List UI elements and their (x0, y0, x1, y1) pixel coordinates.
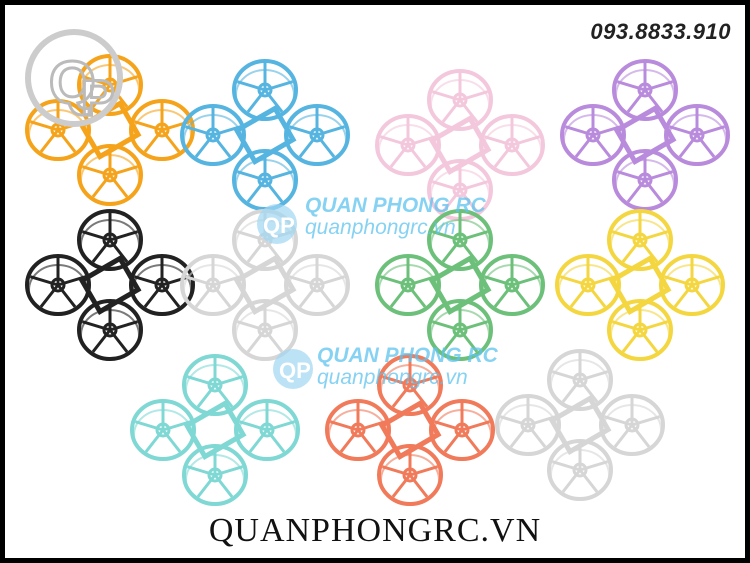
website-caption: QUANPHONGRC.VN (208, 512, 542, 549)
prop-guard (284, 104, 350, 166)
prop-guard (232, 299, 298, 361)
prop-guard (479, 254, 545, 316)
svg-text:P: P (81, 70, 114, 126)
prop-guard (427, 299, 493, 361)
drone-frame (325, 354, 495, 506)
prop-guard (182, 354, 248, 416)
drone-frame (180, 209, 350, 361)
prop-guard (284, 254, 350, 316)
prop-guard (375, 114, 441, 176)
drone-frame (495, 349, 665, 501)
image-frame: Q P QP QP QUAN PHONG RC quanphongrc.vn Q… (5, 5, 745, 558)
watermark-logo: QP (257, 204, 297, 244)
prop-guard (77, 54, 143, 116)
watermark-brand: QUAN PHONG RC (305, 194, 486, 217)
prop-guard (664, 104, 730, 166)
prop-guard (659, 254, 725, 316)
drone-frame (180, 59, 350, 211)
watermark-brand: QUAN PHONG RC (317, 344, 498, 367)
prop-guard (427, 69, 493, 131)
drone-frame (375, 209, 545, 361)
drone-frame (25, 54, 195, 206)
svg-text:Q: Q (49, 49, 96, 116)
drone-frame (25, 209, 195, 361)
watermark-logo: QP (273, 349, 313, 389)
prop-guard (77, 209, 143, 271)
prop-guard (77, 299, 143, 361)
prop-guard (607, 209, 673, 271)
watermark-url: quanphongrc.vn (305, 216, 456, 239)
prop-guard (377, 444, 443, 506)
phone-number: 093.8833.910 (590, 19, 731, 44)
prop-guard (599, 394, 665, 456)
prop-guard (182, 444, 248, 506)
prop-guard (130, 399, 196, 461)
watermark: QUAN PHONG RC quanphongrc.vn (305, 195, 486, 239)
prop-guard (560, 104, 626, 166)
prop-guard (180, 254, 246, 316)
prop-guard (429, 399, 495, 461)
product-photo (25, 54, 730, 506)
prop-guard (479, 114, 545, 176)
prop-guard (612, 149, 678, 211)
prop-guard (547, 439, 613, 501)
prop-guard (607, 299, 673, 361)
prop-guard (555, 254, 621, 316)
prop-guard (495, 394, 561, 456)
watermark-url: quanphongrc.vn (317, 366, 468, 389)
prop-guard (427, 209, 493, 271)
svg-text:QP: QP (279, 358, 311, 383)
drone-frame (560, 59, 730, 211)
quan-phong-logo: Q P (25, 29, 123, 128)
prop-guard (77, 144, 143, 206)
drone-frame (555, 209, 725, 361)
prop-guard (180, 104, 246, 166)
prop-guard (377, 354, 443, 416)
prop-guard (375, 254, 441, 316)
prop-guard (232, 59, 298, 121)
prop-guard (129, 254, 195, 316)
prop-guard (612, 59, 678, 121)
watermark: QUAN PHONG RC quanphongrc.vn (317, 345, 498, 389)
prop-guard (25, 254, 91, 316)
prop-guard (25, 99, 91, 161)
prop-guard (547, 349, 613, 411)
prop-guard (234, 399, 300, 461)
svg-text:QP: QP (263, 213, 295, 238)
prop-guard (325, 399, 391, 461)
drone-frame (130, 354, 300, 506)
prop-guard (129, 99, 195, 161)
